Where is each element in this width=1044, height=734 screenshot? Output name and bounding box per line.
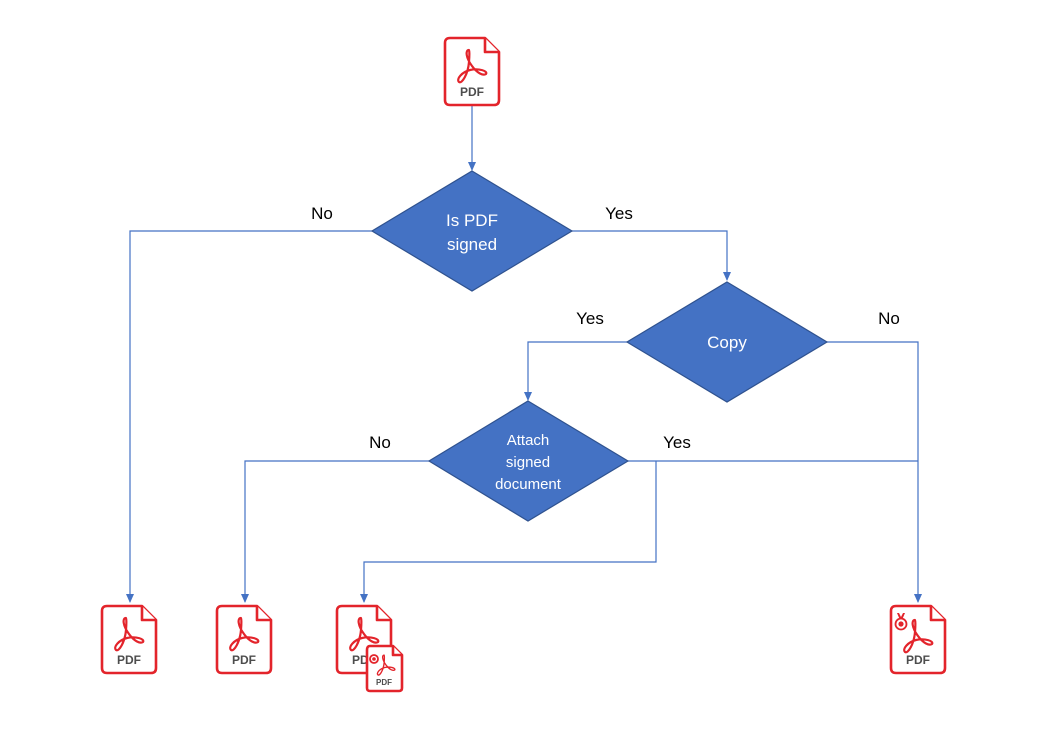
edge-label-signed-yes: Yes <box>605 204 633 223</box>
edge-label-signed-no: No <box>311 204 333 223</box>
connector-signed-yes <box>572 230 731 281</box>
decision-is-pdf-signed-line-1: Is PDF <box>446 211 498 230</box>
edge-label-copy-no: No <box>878 309 900 328</box>
connector-copy-yes <box>524 341 627 401</box>
connector-attach-yes-to-attachment <box>360 461 657 603</box>
decision-attach-line-3: document <box>495 476 562 493</box>
edge-label-attach-yes: Yes <box>663 433 691 452</box>
decision-attach-line-1: Attach <box>507 432 550 449</box>
signed-attachment-icon: PDF <box>365 644 404 693</box>
output-signed-pdf-label: PDF <box>906 653 930 667</box>
decision-is-pdf-signed-line-2: signed <box>447 235 497 254</box>
connector-attach-no <box>241 460 429 603</box>
output-plain-pdf-label: PDF <box>117 653 141 667</box>
signature-seal-icon <box>894 613 908 631</box>
pdf-file-icon: PDF <box>215 604 273 675</box>
decision-attach-line-2: signed <box>506 454 550 471</box>
decision-copy-label: Copy <box>707 333 747 352</box>
attachment-pdf-label: PDF <box>376 678 392 687</box>
signature-seal-icon <box>369 654 379 664</box>
pdf-file-icon: PDF <box>100 604 158 675</box>
output-unsigned-copy-label: PDF <box>232 653 256 667</box>
pdf-with-signed-attachment-icon: PDF PDF <box>335 604 404 693</box>
decision-is-pdf-signed: Is PDF signed <box>370 170 574 292</box>
connector-signed-no <box>126 230 372 603</box>
signed-pdf-file-icon: PDF <box>889 604 947 675</box>
connector-copy-no <box>827 341 922 603</box>
decision-attach-signed-document: Attach signed document <box>427 400 630 522</box>
input-pdf-label: PDF <box>460 85 484 99</box>
decision-copy: Copy <box>625 281 829 403</box>
edge-label-copy-yes: Yes <box>576 309 604 328</box>
edge-label-attach-no: No <box>369 433 391 452</box>
pdf-file-icon: PDF <box>443 36 501 107</box>
